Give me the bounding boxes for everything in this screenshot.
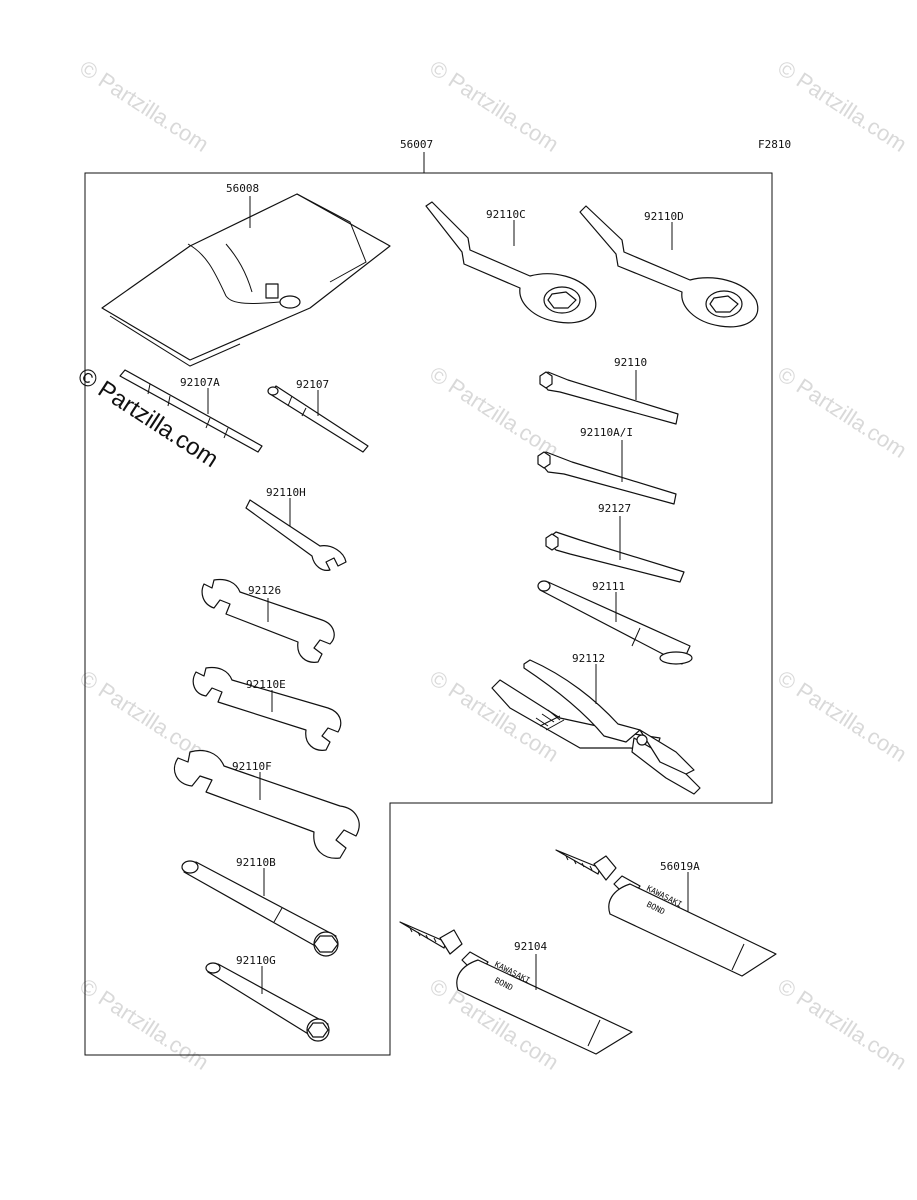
- bond-tube-92104[interactable]: KAWASAKI BOND: [399, 921, 633, 1055]
- pliers-92112[interactable]: [491, 659, 701, 795]
- kit-label: 56007: [400, 138, 433, 151]
- diagram-code: F2810: [758, 138, 791, 151]
- wrench-92110F[interactable]: [173, 749, 360, 859]
- part-label-92104: 92104: [514, 940, 547, 953]
- wrench-92110E[interactable]: [192, 666, 342, 751]
- tool-pouch-56008[interactable]: [101, 193, 391, 367]
- part-label-92107: 92107: [296, 378, 329, 391]
- part-label-92110E: 92110E: [246, 678, 286, 691]
- hex-key-92127[interactable]: [545, 531, 685, 583]
- extension-bar-92111[interactable]: [537, 580, 693, 665]
- part-label-92110AI: 92110A/I: [580, 426, 633, 439]
- box-spanner-92110B[interactable]: [181, 860, 339, 957]
- part-label-92110H: 92110H: [266, 486, 306, 499]
- watermark: © Partzilla.com: [773, 361, 911, 463]
- ring-spanner-92110D[interactable]: [579, 205, 759, 328]
- watermark: © Partzilla.com: [773, 665, 911, 767]
- bond-tube-56019A[interactable]: KAWASAKI BOND: [555, 849, 777, 977]
- part-label-92110F: 92110F: [232, 760, 272, 773]
- spanner-92110H[interactable]: [245, 499, 347, 571]
- box-spanner-92110G[interactable]: [205, 962, 330, 1042]
- watermark: © Partzilla.com: [75, 973, 213, 1075]
- hex-key-92110AI[interactable]: [537, 451, 677, 505]
- part-label-56019A: 56019A: [660, 860, 700, 873]
- part-label-92110D: 92110D: [644, 210, 684, 223]
- part-label-92107A: 92107A: [180, 376, 220, 389]
- kit-outline: [84, 172, 773, 1056]
- part-label-92110: 92110: [614, 356, 647, 369]
- screwdriver-92107A[interactable]: [119, 369, 263, 453]
- part-label-56008: 56008: [226, 182, 259, 195]
- watermark: © Partzilla.com: [425, 55, 563, 157]
- part-label-92111: 92111: [592, 580, 625, 593]
- watermark: © Partzilla.com: [773, 973, 911, 1075]
- part-label-92110C: 92110C: [486, 208, 526, 221]
- screwdriver-92107[interactable]: [267, 385, 369, 453]
- part-label-92127: 92127: [598, 502, 631, 515]
- part-label-92110G: 92110G: [236, 954, 276, 967]
- part-label-92126: 92126: [248, 584, 281, 597]
- part-label-92112: 92112: [572, 652, 605, 665]
- watermark: © Partzilla.com: [773, 55, 911, 157]
- part-label-92110B: 92110B: [236, 856, 276, 869]
- watermark: © Partzilla.com: [75, 55, 213, 157]
- ring-spanner-92110C[interactable]: [425, 201, 597, 324]
- hex-key-92110[interactable]: [539, 371, 679, 425]
